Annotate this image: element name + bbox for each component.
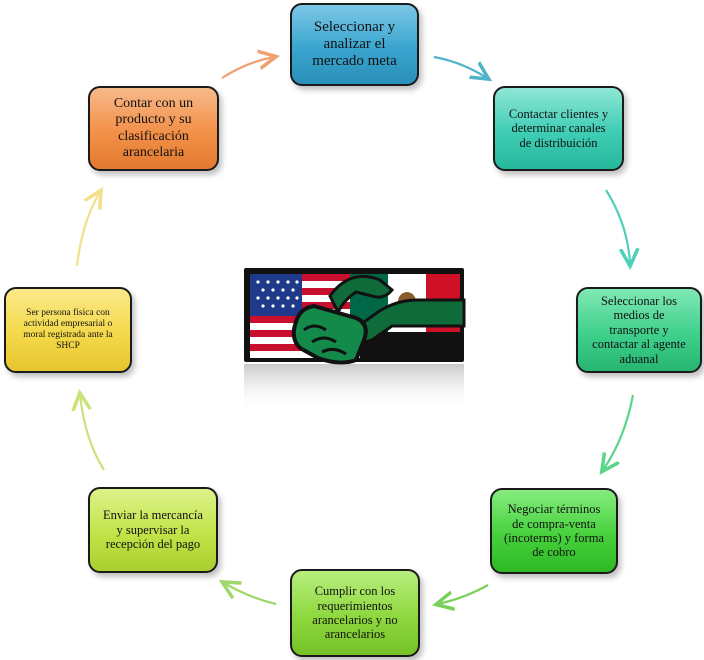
- arrow-step6-to-step7: [80, 395, 105, 471]
- arrow-step8-to-step1: [221, 57, 274, 79]
- arrow-step3-to-step4: [603, 394, 635, 470]
- arrow-step5-to-step6: [224, 583, 277, 606]
- arrow-step4-to-step5: [438, 584, 489, 604]
- arrow-step7-to-step8: [75, 192, 100, 267]
- arrow-step1-to-step2: [433, 55, 487, 78]
- arrow-step2-to-step3: [605, 189, 630, 264]
